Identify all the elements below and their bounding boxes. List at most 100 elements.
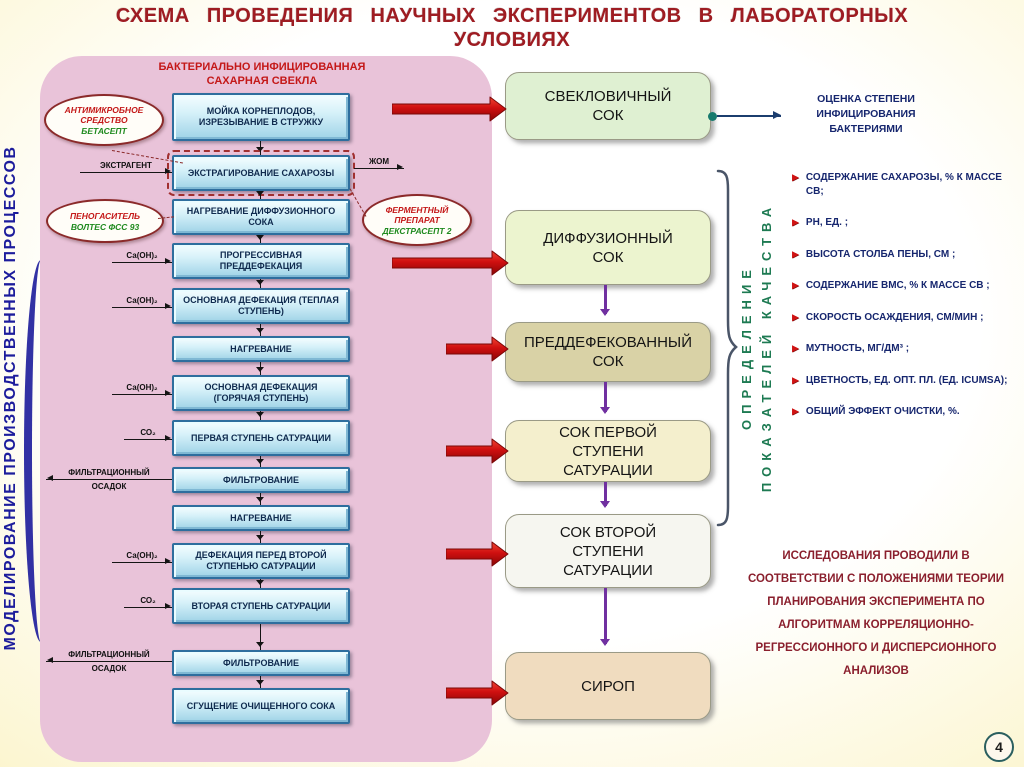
io-arrow-icon [124, 435, 172, 442]
io-label: Са(ОН)₂ [112, 551, 172, 565]
down-arrow-icon [256, 141, 265, 155]
io-arrow-icon [80, 168, 172, 175]
reagent-oval-antimicrobial: АНТИМИКРОБНОЕ СРЕДСТВО БЕТАСЕПТ [44, 94, 164, 146]
purple-arrow-icon [600, 482, 611, 508]
slide-title: СХЕМА ПРОВЕДЕНИЯ НАУЧНЫХ ЭКСПЕРИМЕНТОВ В… [115, 5, 909, 51]
io-arrow-icon [112, 558, 172, 565]
io-arrow-icon [354, 164, 404, 171]
process-step-box: ЭКСТРАГИРОВАНИЕ САХАРОЗЫ [167, 150, 355, 196]
indicator-label: СОДЕРЖАНИЕ САХАРОЗЫ, % К МАССЕ СВ; [805, 172, 1002, 197]
process-step-box: ОСНОВНАЯ ДЕФЕКАЦИЯ (ТЕПЛАЯ СТУПЕНЬ) [172, 288, 350, 324]
juice-box: СОК ПЕРВОЙ СТУПЕНИ САТУРАЦИИ [505, 420, 711, 482]
purple-arrow-icon [600, 588, 611, 646]
purple-arrow-icon [600, 285, 611, 316]
bullet-arrow-icon: ▶ [792, 248, 799, 259]
indicator-label: СКОРОСТЬ ОСАЖДЕНИЯ, СМ/МИН ; [805, 311, 984, 323]
io-label: СО₂ [124, 596, 172, 610]
io-label: ЭКСТРАГЕНТ [80, 161, 172, 175]
left-brace-icon [24, 260, 58, 642]
io-label: Са(ОН)₂ [112, 251, 172, 265]
io-label: ЖОМ [354, 157, 404, 171]
red-arrow-icon [391, 250, 510, 276]
down-arrow-icon [256, 624, 265, 650]
juice-box: СИРОП [505, 652, 711, 720]
io-arrow-icon [112, 258, 172, 265]
reagent-name: ДЕКСТРАСЕПТ 2 [382, 225, 452, 236]
assessment-note: ОЦЕНКА СТЕПЕНИ ИНФИЦИРОВАНИЯ БАКТЕРИЯМИ [816, 93, 916, 135]
io-arrow-icon [112, 390, 172, 397]
reagent-category: АНТИМИКРОБНОЕ СРЕДСТВО [64, 104, 144, 125]
red-arrow-icon [445, 336, 510, 362]
bullet-arrow-icon: ▶ [792, 217, 799, 227]
juice-box: СВЕКЛОВИЧНЫЙ СОК [505, 72, 711, 140]
process-step-box: НАГРЕВАНИЕ ДИФФУЗИОННОГО СОКА [172, 199, 350, 235]
indicator-label: ОБЩИЙ ЭФФЕКТ ОЧИСТКИ, %. [805, 406, 960, 417]
down-arrow-icon [256, 324, 265, 336]
indicator-label: ВЫСОТА СТОЛБА ПЕНЫ, СМ ; [805, 248, 956, 260]
process-step-box: ВТОРАЯ СТУПЕНЬ САТУРАЦИИ [172, 588, 350, 624]
bullet-arrow-icon: ▶ [792, 311, 799, 322]
io-label: Са(ОН)₂ [112, 383, 172, 397]
process-step-box: ДЕФЕКАЦИЯ ПЕРЕД ВТОРОЙ СТУПЕНЬЮ САТУРАЦИ… [172, 543, 350, 579]
process-step-box: ОСНОВНАЯ ДЕФЕКАЦИЯ (ГОРЯЧАЯ СТУПЕНЬ) [172, 375, 350, 411]
bullet-arrow-icon: ▶ [792, 172, 799, 182]
io-arrow-icon [46, 475, 172, 482]
reagent-name: БЕТАСЕПТ [81, 125, 127, 136]
source-label: БАКТЕРИАЛЬНО ИНФИЦИРОВАННАЯ САХАРНАЯ СВЕ… [158, 61, 366, 87]
quality-axis-line2: ПОКАЗАТЕЛЕЙ КАЧЕСТВА [759, 201, 774, 493]
indicator-label: СОДЕРЖАНИЕ ВМС, % К МАССЕ СВ ; [805, 280, 990, 291]
indicator-label: МУТНОСТЬ, МГ/ДМ³ ; [805, 343, 910, 354]
bullet-arrow-icon: ▶ [792, 374, 799, 385]
bullet-arrow-icon: ▶ [792, 406, 799, 416]
reagent-category: ПЕНОГАСИТЕЛЬ [69, 210, 141, 221]
process-step-box: ПРОГРЕССИВНАЯ ПРЕДДЕФЕКАЦИЯ [172, 243, 350, 279]
red-arrow-icon [445, 541, 510, 567]
io-arrow-icon [46, 657, 172, 664]
quality-indicators-list: ▶ СОДЕРЖАНИЕ САХАРОЗЫ, % К МАССЕ СВ; ▶РН, … [792, 171, 1020, 437]
juice-box: ДИФФУЗИОННЫЙ СОК [505, 210, 711, 285]
down-arrow-icon [256, 279, 265, 288]
purple-arrow-icon [600, 382, 611, 414]
io-label: Са(ОН)₂ [112, 296, 172, 310]
bullet-arrow-icon: ▶ [792, 280, 799, 290]
down-arrow-icon [256, 362, 265, 375]
juice-box: СОК ВТОРОЙ СТУПЕНИ САТУРАЦИИ [505, 514, 711, 588]
process-step-box: СГУЩЕНИЕ ОЧИЩЕННОГО СОКА [172, 688, 350, 724]
quality-indicator-item: ▶ ВЫСОТА СТОЛБА ПЕНЫ, СМ ; [792, 248, 1020, 262]
down-arrow-icon [256, 579, 265, 588]
page-number-badge: 4 [984, 732, 1014, 762]
quality-indicator-item: ▶ СКОРОСТЬ ОСАЖДЕНИЯ, СМ/МИН ; [792, 311, 1020, 325]
process-step-box: НАГРЕВАНИЕ [172, 336, 350, 362]
down-arrow-icon [256, 531, 265, 543]
reagent-name: ВОЛТЕС ФСС 93 [70, 221, 140, 232]
methodology-note: ИССЛЕДОВАНИЯ ПРОВОДИЛИ В СООТВЕТСТВИИ С … [747, 550, 1005, 677]
indicator-label: ЦВЕТНОСТЬ, ЕД. ОПТ. ПЛ. (ЕД. ICUMSA); [805, 374, 1008, 386]
quality-indicator-item: ▶ ЦВЕТНОСТЬ, ЕД. ОПТ. ПЛ. (ЕД. ICUMSA); [792, 374, 1020, 388]
quality-brace-icon [716, 169, 738, 527]
down-arrow-icon [256, 493, 265, 505]
process-step-box: ФИЛЬТРОВАНИЕ [172, 650, 350, 676]
quality-indicator-item: ▶ СОДЕРЖАНИЕ САХАРОЗЫ, % К МАССЕ СВ; [792, 171, 1020, 198]
bullet-arrow-icon: ▶ [792, 343, 799, 353]
assessment-arrow-icon [717, 111, 781, 119]
assessment-dot-icon [708, 112, 717, 121]
reagent-oval-enzyme: ФЕРМЕНТНЫЙ ПРЕПАРАТ ДЕКСТРАСЕПТ 2 [362, 194, 472, 246]
red-arrow-icon [445, 680, 510, 706]
page-number: 4 [995, 739, 1003, 755]
quality-indicator-item: ▶РН, ЕД. ; [792, 216, 1020, 230]
process-step-box: ПЕРВАЯ СТУПЕНЬ САТУРАЦИИ [172, 420, 350, 456]
juice-box: ПРЕДДЕФЕКОВАННЫЙ СОК [505, 322, 711, 382]
quality-indicator-item: ▶ СОДЕРЖАНИЕ ВМС, % К МАССЕ СВ ; [792, 279, 1020, 293]
quality-indicator-item: ▶ ОБЩИЙ ЭФФЕКТ ОЧИСТКИ, %. [792, 405, 1020, 419]
quality-axis-label: ОПРЕДЕЛЕНИЕ ПОКАЗАТЕЛЕЙ КАЧЕСТВА [737, 169, 779, 525]
down-arrow-icon [256, 235, 265, 243]
process-step-box: НАГРЕВАНИЕ [172, 505, 350, 531]
io-arrow-icon [112, 303, 172, 310]
down-arrow-icon [256, 411, 265, 420]
process-step-box: ФИЛЬТРОВАНИЕ [172, 467, 350, 493]
down-arrow-icon [256, 676, 265, 688]
process-step-box: МОЙКА КОРНЕПЛОДОВ, ИЗРЕЗЫВАНИЕ В СТРУЖКУ [172, 93, 350, 141]
